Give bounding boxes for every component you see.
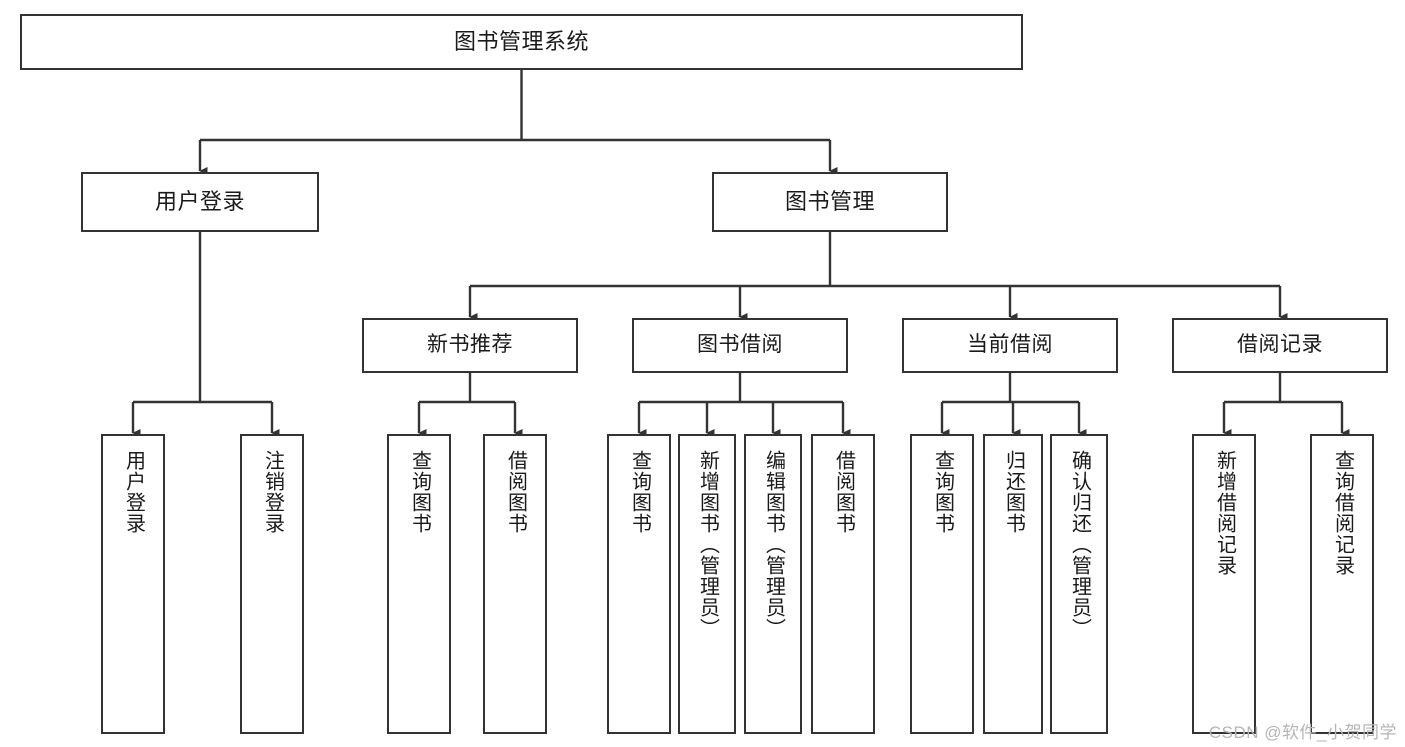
node-leaf-7[interactable]: 编辑图书（管理员） — [744, 434, 802, 734]
node-leaf-9[interactable]: 查询图书 — [910, 434, 974, 734]
node-label: 确认归还（管理员） — [1068, 450, 1091, 639]
node-leaf-3[interactable]: 查询图书 — [387, 434, 451, 734]
node-label: 当前借阅 — [967, 333, 1053, 357]
node-leaf-4[interactable]: 借阅图书 — [483, 434, 547, 734]
node-leaf-11[interactable]: 确认归还（管理员） — [1050, 434, 1108, 734]
csdn-watermark: CSDN @软件_小贺同学 — [1208, 723, 1397, 742]
node-label: 查询图书 — [628, 450, 651, 534]
node-label: 借阅图书 — [504, 450, 527, 534]
node-label: 查询借阅记录 — [1331, 450, 1354, 576]
node-user-login[interactable]: 用户登录 — [81, 172, 319, 232]
node-label: 查询图书 — [931, 450, 954, 534]
node-book-mgmt[interactable]: 图书管理 — [712, 172, 948, 232]
node-leaf-1[interactable]: 用户登录 — [101, 434, 165, 734]
node-book-borrow[interactable]: 图书借阅 — [632, 318, 848, 373]
node-leaf-8[interactable]: 借阅图书 — [811, 434, 875, 734]
node-label: 查询图书 — [408, 450, 431, 534]
node-leaf-2[interactable]: 注销登录 — [240, 434, 304, 734]
node-root[interactable]: 图书管理系统 — [20, 14, 1023, 70]
node-label: 新书推荐 — [427, 333, 513, 357]
node-new-rec[interactable]: 新书推荐 — [362, 318, 578, 373]
node-label: 新增图书（管理员） — [696, 450, 719, 639]
node-cur-borrow[interactable]: 当前借阅 — [902, 318, 1118, 373]
node-leaf-10[interactable]: 归还图书 — [983, 434, 1043, 734]
node-leaf-6[interactable]: 新增图书（管理员） — [678, 434, 736, 734]
node-label: 图书管理系统 — [453, 29, 589, 55]
node-label: 借阅图书 — [832, 450, 855, 534]
node-leaf-12[interactable]: 新增借阅记录 — [1192, 434, 1256, 734]
node-borrow-log[interactable]: 借阅记录 — [1172, 318, 1388, 373]
node-label: 编辑图书（管理员） — [762, 450, 785, 639]
node-label: 归还图书 — [1002, 450, 1025, 534]
node-leaf-13[interactable]: 查询借阅记录 — [1310, 434, 1374, 734]
node-label: 用户登录 — [154, 189, 245, 215]
node-label: 图书借阅 — [697, 333, 783, 357]
node-label: 图书管理 — [784, 189, 875, 215]
node-label: 注销登录 — [261, 450, 284, 534]
node-label: 借阅记录 — [1237, 333, 1323, 357]
node-label: 新增借阅记录 — [1213, 450, 1236, 576]
node-label: 用户登录 — [122, 450, 145, 534]
node-leaf-5[interactable]: 查询图书 — [607, 434, 671, 734]
